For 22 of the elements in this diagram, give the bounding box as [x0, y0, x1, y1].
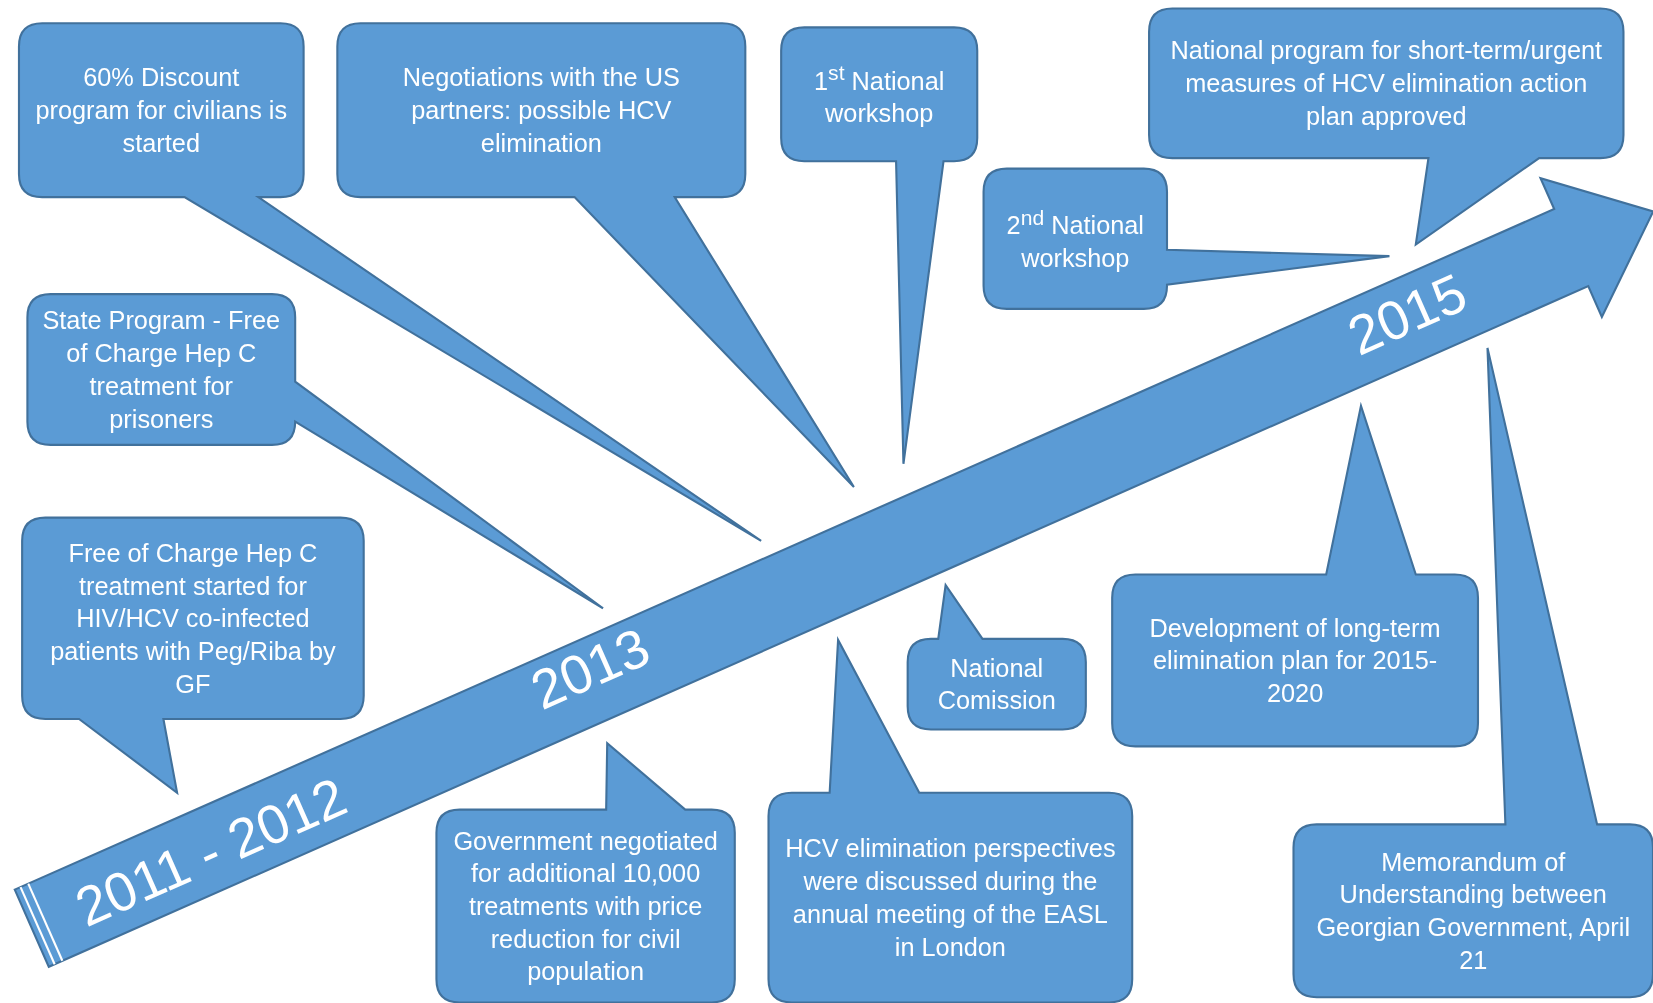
callout-text: Development of long-term elimination plan for 2015-2020	[1148, 612, 1442, 710]
callout-text: HCV elimination perspectives were discussed during the annual meeting of the EASL in London	[784, 833, 1117, 964]
callout-bubble	[1146, 6, 1626, 247]
callout-text: 2$^{nd}$ National workshop	[1005, 204, 1145, 274]
callout-text: 1$^{st}$ National workshop	[813, 59, 946, 130]
callout-bubble	[905, 582, 1088, 732]
callout-bubble	[434, 741, 737, 1003]
year-label: 2013	[521, 614, 659, 722]
callout-text: State Program - Free of Charge Hep C treatment for prisoners	[42, 304, 281, 435]
callout-bubble	[1110, 403, 1481, 749]
callout-text: National Comission	[936, 652, 1057, 717]
callout-text: Free of Charge Hep C treatment started for HIV/HCV co-infected patients with Peg/Riba by GF	[49, 537, 337, 701]
callout-bubble	[16, 21, 764, 543]
callout-text: 60% Discount program for civilians is started	[34, 61, 289, 160]
callout-text: National program for short-term/urgent measures of HCV elimination action plan approved	[1169, 35, 1604, 133]
callout-text: Government negotiated for additional 10,000 treatments with price reduction for civil population	[452, 825, 719, 988]
year-label: 2015	[1338, 260, 1476, 368]
callout-bubble	[766, 637, 1135, 1003]
callout-text: Negotiations with the US partners: possible HCV elimination	[401, 61, 681, 160]
callout-bubble	[779, 25, 980, 466]
callout-text: Memorandum of Understanding between Georgian Government, April 21	[1315, 846, 1632, 977]
year-label: 2011 - 2012	[65, 764, 356, 940]
